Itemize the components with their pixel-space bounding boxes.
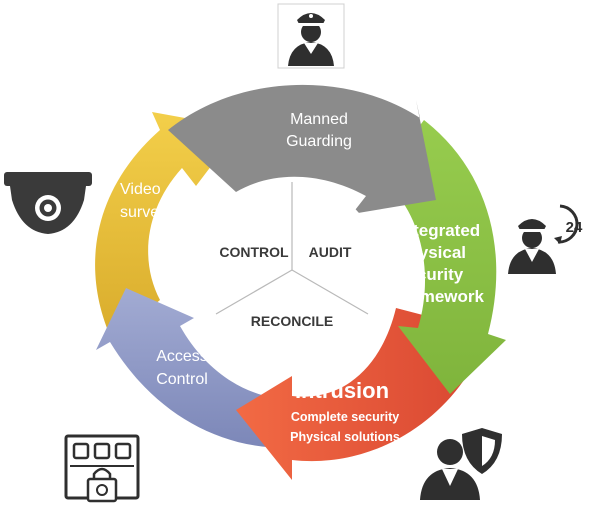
segment-manned-guarding (168, 84, 436, 214)
dome-camera-icon (4, 172, 92, 234)
label-integrated-line3: security (398, 265, 464, 284)
label-manned-guarding-line1: Manned (290, 111, 348, 128)
label-integrated-line2: physical (398, 243, 466, 262)
label-intrusion-title: Intrusion (295, 378, 389, 403)
label-video-line2: surveillance (120, 204, 205, 221)
hub-divider (215, 269, 293, 315)
security-guard-icon (277, 3, 345, 69)
hub-label-audit: AUDIT (309, 244, 352, 260)
label-integrated-line1: Integrated (398, 221, 480, 240)
label-video-line1: Video (120, 181, 161, 198)
segment-video-surveillance (95, 112, 240, 340)
access-keypad-lock-icon (64, 434, 140, 503)
guard-24-hour-icon: 24 (508, 204, 583, 274)
hub-label-control: CONTROL (219, 244, 289, 260)
label-intrusion-line2: Physical solutions (290, 430, 400, 444)
label-integrated-line4: framework (398, 287, 485, 306)
label-intrusion-line1: Complete security (291, 410, 399, 424)
hub-divider (291, 269, 369, 315)
guard-shield-icon (420, 428, 502, 500)
hub-label-reconcile: RECONCILE (251, 313, 333, 329)
label-access-control-line1: Access (156, 348, 208, 365)
label-access-control-line2: Control (156, 371, 208, 388)
badge-24-text: 24 (566, 219, 583, 236)
label-manned-guarding-line2: Guarding (286, 133, 352, 150)
